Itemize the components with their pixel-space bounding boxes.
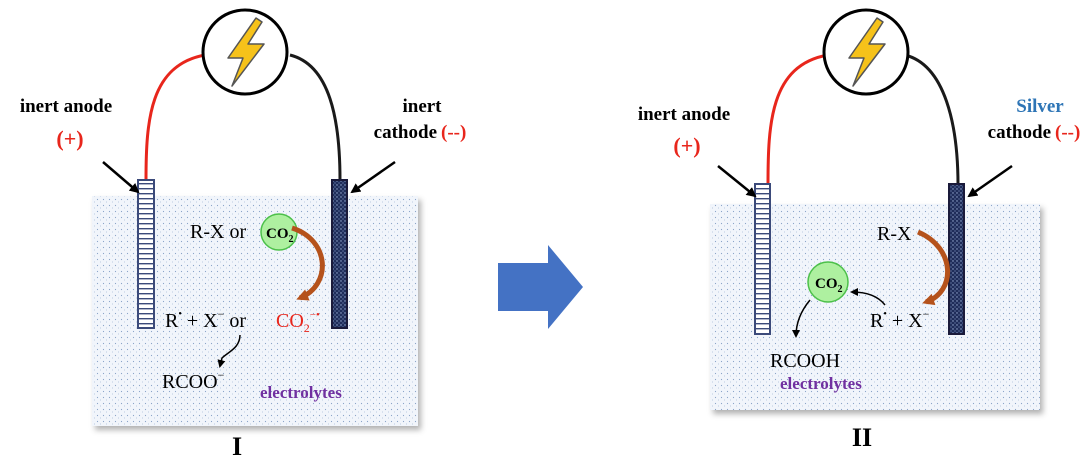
cathode-sign: (--): [441, 122, 466, 143]
radical-attack-arrow: [850, 288, 886, 306]
anode-pointer-arrow: [717, 165, 757, 198]
co2-bubble: CO2: [807, 261, 849, 303]
anode-electrode: [137, 179, 155, 329]
carboxylation-arrow: [217, 334, 241, 368]
acid-product: RCOOH: [770, 350, 840, 372]
radical-products: R• + X− or: [165, 307, 246, 332]
cathode-sign: (--): [1055, 122, 1080, 143]
panel-i: inert anode (+) inert cathode (--) R-X o…: [20, 8, 466, 461]
carboxylate-product: RCOO−: [162, 368, 225, 393]
panel-roman-numeral: II: [852, 423, 872, 452]
radical-products: R• + X−: [870, 307, 930, 332]
cathode-label-line2: cathode: [374, 122, 437, 143]
lightning-bolt-icon: [227, 17, 265, 87]
reactant-text: R-X or: [190, 221, 246, 243]
anode-pointer-arrow: [102, 161, 140, 194]
anode-label: inert anode: [20, 96, 112, 117]
right-arrow-icon: [498, 245, 583, 329]
power-source: [201, 8, 289, 96]
co2-bubble: CO2: [260, 213, 298, 251]
cathode-wire: [904, 53, 960, 186]
silver-cathode-electrode: [948, 183, 965, 335]
reduction-curve-arrow: [916, 229, 951, 306]
panel-roman-numeral: I: [232, 432, 242, 461]
cathode-label-line1: inert: [402, 96, 442, 117]
reduction-curve-arrow: [291, 225, 325, 301]
cathode-pointer-arrow: [350, 160, 396, 194]
cathode-electrode: [331, 179, 348, 329]
anode-electrode: [754, 183, 771, 335]
lightning-bolt-icon: [848, 17, 886, 87]
anode-wire: [766, 53, 829, 186]
silver-label: Silver: [1016, 96, 1064, 117]
anode-label: inert anode: [638, 104, 730, 125]
power-source: [822, 8, 910, 96]
panel-ii: inert anode (+) Silver cathode (--) R-X …: [638, 8, 1080, 452]
cathode-pointer-arrow: [967, 164, 1013, 198]
reactant-text: R-X: [877, 223, 912, 245]
anode-sign: (+): [56, 126, 83, 151]
svg-text:CO2: CO2: [266, 226, 294, 245]
anode-sign: (+): [673, 133, 700, 158]
svg-text:CO2: CO2: [815, 276, 843, 295]
cathode-label-line2: cathode: [988, 122, 1051, 143]
carboxylation-arrow: [792, 299, 811, 338]
anode-wire: [144, 53, 206, 181]
electrolytes-label: electrolytes: [260, 383, 342, 402]
cathode-wire: [289, 53, 342, 181]
co2-radical-anion: CO2−•: [276, 309, 320, 335]
electrolytes-label: electrolytes: [780, 374, 862, 393]
